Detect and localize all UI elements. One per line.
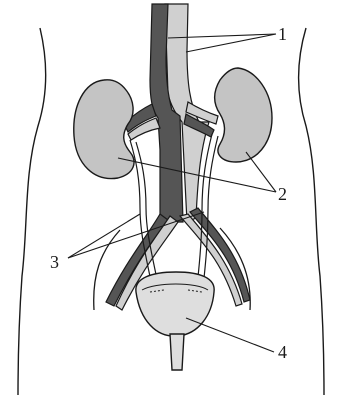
urethra — [170, 334, 184, 370]
label-1: 1 — [278, 24, 287, 44]
body-outline-left — [18, 28, 46, 395]
kidney-left — [74, 80, 134, 179]
label-3: 3 — [50, 252, 59, 272]
leader-4-to-bladder — [186, 318, 274, 352]
leader-3-to-ureter-left — [68, 214, 140, 258]
label-2: 2 — [278, 184, 287, 204]
label-4: 4 — [278, 342, 287, 362]
urinary-bladder — [136, 272, 214, 336]
bladder-group — [136, 272, 214, 370]
body-outline-right — [299, 28, 325, 395]
kidney-right — [215, 68, 272, 162]
